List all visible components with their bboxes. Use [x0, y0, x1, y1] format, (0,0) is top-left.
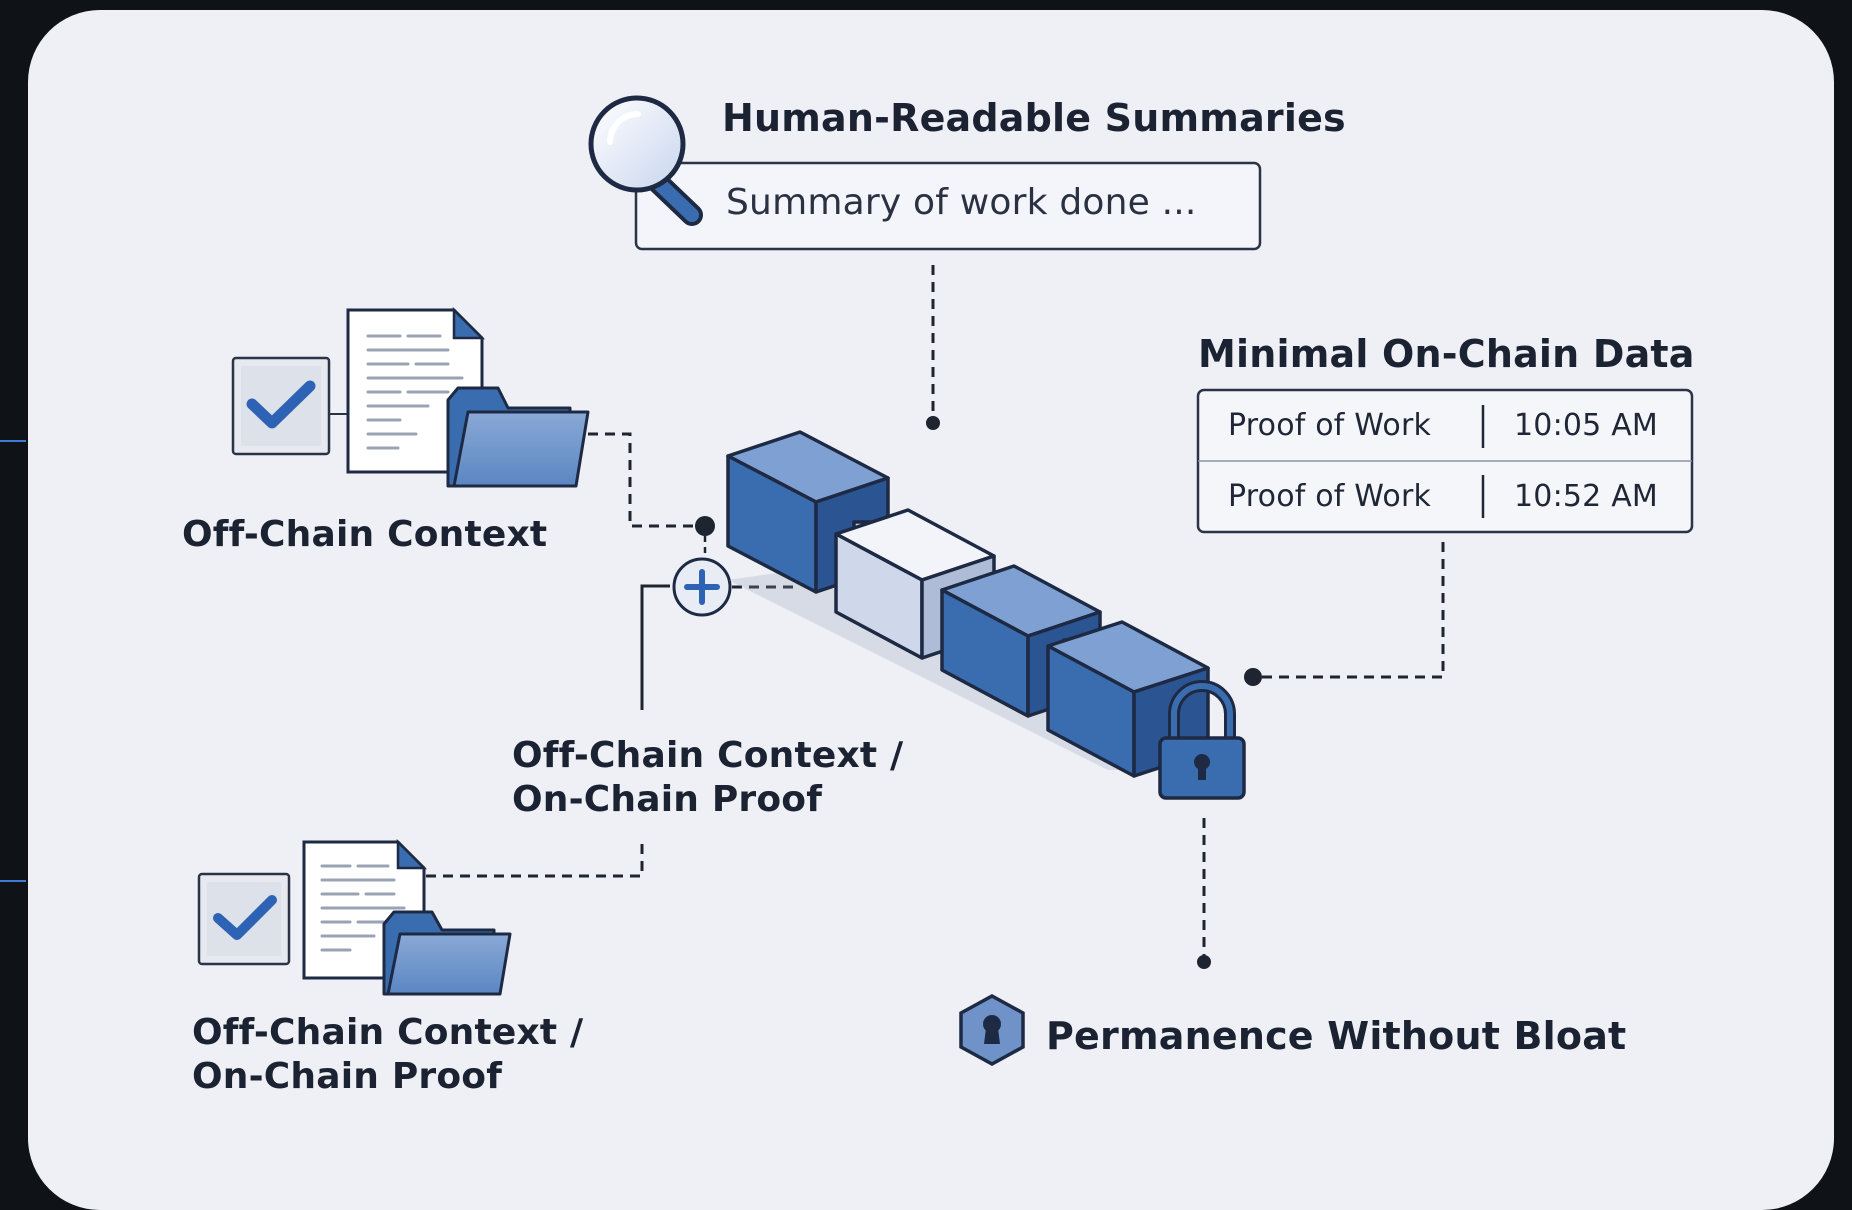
onchain-row-1-label: Proof of Work [1228, 408, 1432, 443]
onchain-table-frame [1196, 388, 1694, 534]
left-edge-marker-top [0, 440, 26, 442]
onchain-row-2-time: 10:52 AM [1514, 479, 1658, 514]
plus-node-icon [672, 557, 732, 617]
summary-field-box [634, 161, 1262, 251]
permanence-label: Permanence Without Bloat [1046, 1014, 1627, 1058]
hexagon-shield-icon [959, 994, 1025, 1066]
middle-label-line2: On-Chain Proof [512, 779, 823, 820]
left-edge-marker-bottom [0, 880, 26, 882]
middle-label-connector [640, 584, 670, 710]
folder-icon-bottom [382, 910, 512, 996]
blockchain-icon [726, 430, 1210, 778]
magnifier-icon [588, 95, 703, 226]
padlock-icon [1158, 680, 1246, 800]
top-offchain-connector-dot [695, 516, 715, 536]
checkbox-icon-top [231, 356, 331, 456]
onchain-connector-dot [1244, 668, 1262, 686]
top-offchain-connector [588, 432, 700, 528]
permanence-connector-dot [1197, 955, 1211, 969]
onchain-connector [1256, 542, 1445, 679]
bottom-offchain-connector [426, 844, 644, 878]
onchain-title: Minimal On-Chain Data [1198, 332, 1695, 376]
middle-label-line1: Off-Chain Context / [512, 735, 904, 776]
diagram-card: Human-Readable Summaries Summary of work… [28, 10, 1834, 1210]
onchain-row-1-time: 10:05 AM [1514, 408, 1658, 443]
folder-icon-top [446, 386, 590, 488]
summary-connector-dot [926, 416, 940, 430]
offchain-bottom-line1: Off-Chain Context / [192, 1012, 584, 1053]
offchain-top-label: Off-Chain Context [182, 514, 548, 555]
offchain-bottom-line2: On-Chain Proof [192, 1056, 503, 1097]
diagram-canvas [197, 95, 1694, 1066]
summaries-title: Human-Readable Summaries [722, 96, 1346, 140]
onchain-row-2-label: Proof of Work [1228, 479, 1432, 514]
summary-field-text: Summary of work done ... [726, 182, 1197, 223]
checkbox-icon-bottom [197, 872, 291, 966]
